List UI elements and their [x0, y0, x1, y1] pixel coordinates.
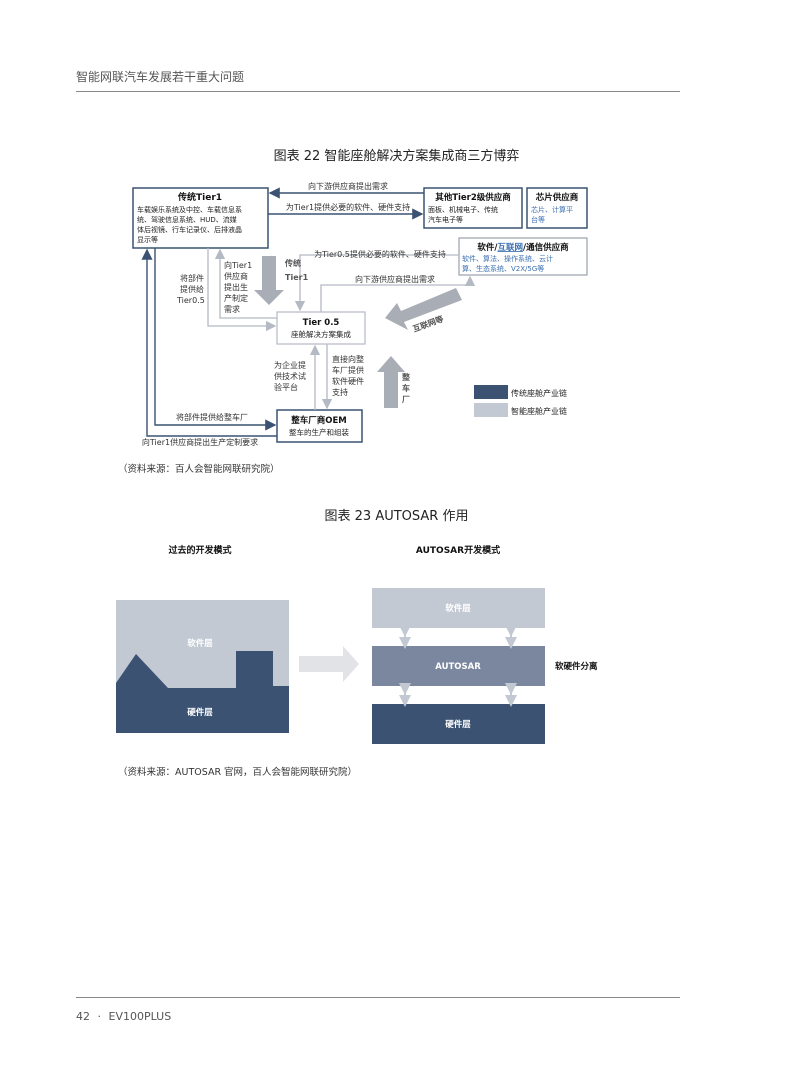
software-box — [458, 237, 588, 276]
arrow-tier05-to-tier1 — [214, 248, 277, 319]
oem-sub: 整车的生产和组装 — [289, 427, 349, 437]
chip-line-2: 台等 — [531, 215, 545, 224]
tier05-sub: 座舱解决方案集成 — [291, 329, 351, 339]
legend-swatch-traditional — [474, 385, 508, 399]
figure-22-source: （资料来源：百人会智能网联研究院） — [118, 464, 280, 475]
software-title: 软件/互联网/通信供应商 — [477, 242, 569, 253]
label-tier05-support: 为Tier0.5提供必要的软件、硬件支持 — [314, 249, 446, 259]
tier1-line-2: 统、驾驶信息系统、HUD、流媒 — [137, 215, 237, 224]
separation-label: 软硬件分离 — [555, 661, 598, 672]
software-line-2: 算、生态系统、V2X/5G等 — [462, 264, 544, 273]
tier1-line-1: 车载娱乐系统及中控、车载信息系 — [137, 205, 242, 214]
left-hardware-layer — [116, 651, 289, 733]
label-to-tier1-req: 向Tier1供应商提出生产定制要求 — [142, 437, 258, 447]
label-to-tier1-custom-5: 需求 — [224, 304, 240, 314]
label-oem-support-4: 支持 — [332, 387, 348, 397]
label-chuantong-tier1-2: Tier1 — [285, 273, 309, 282]
big-arrow-internet — [385, 288, 462, 330]
tier2-box — [423, 187, 523, 229]
label-parts-to-oem: 将部件提供给整车厂 — [176, 412, 248, 422]
oem-box — [276, 409, 363, 443]
label-enterprise-test-1: 为企业提 — [274, 360, 306, 370]
arrow-tier05-support — [294, 254, 459, 312]
arrow-parts-to-tier05 — [207, 248, 277, 332]
big-arrow-tier1-down — [254, 256, 284, 305]
right-hardware-label: 硬件层 — [445, 719, 471, 730]
tier2-line-2: 汽车电子等 — [428, 215, 463, 224]
tier1-line-3: 体后视镜、行车记录仪、后排液晶 — [137, 225, 242, 234]
chip-box — [526, 187, 588, 229]
software-line-1: 软件、算法、操作系统、云计 — [462, 254, 553, 263]
label-enterprise-test-2: 供技术试 — [274, 371, 306, 381]
label-oem-support-3: 软件硬件 — [332, 376, 364, 386]
left-hardware-label: 硬件层 — [187, 707, 213, 718]
label-enterprise-test-3: 验平台 — [274, 382, 298, 392]
figure-23-title: 图表 23 AUTOSAR 作用 — [324, 509, 469, 524]
figure-22-title: 图表 22 智能座舱解决方案集成商三方博弈 — [273, 149, 520, 164]
tier05-box — [276, 311, 366, 345]
footer: 42 · EV100PLUS — [76, 1010, 171, 1023]
label-oem-support-2: 车厂提供 — [332, 365, 364, 375]
arrow-parts-to-oem — [154, 248, 277, 431]
tier2-line-1: 面板、机械电子、传统 — [428, 205, 498, 214]
transition-arrow — [299, 646, 359, 682]
chip-line-1: 芯片、计算平 — [531, 205, 573, 214]
right-software-layer — [372, 588, 545, 628]
oem-title: 整车厂商OEM — [291, 415, 347, 426]
header-rule — [76, 91, 680, 92]
arrow-downstream-mid — [320, 275, 476, 312]
legend-label-traditional: 传统座舱产业链 — [511, 388, 567, 398]
figure-22-diagram: 传统Tier1 车载娱乐系统及中控、车载信息系 统、驾驶信息系统、HUD、流媒 … — [132, 181, 588, 447]
label-chuantong-tier1-1: 传统 — [284, 258, 301, 268]
footer-rule — [76, 997, 680, 998]
right-software-label: 软件层 — [445, 603, 471, 614]
right-autosar-label: AUTOSAR — [435, 662, 481, 672]
label-downstream-top: 向下游供应商提出需求 — [308, 181, 388, 191]
label-downstream-mid: 向下游供应商提出需求 — [355, 274, 435, 284]
arrow-oem-to-tier1 — [141, 248, 277, 437]
label-parts-to-tier05-2: 提供给 — [180, 284, 204, 294]
label-oem-support-1: 直接向整 — [332, 354, 364, 364]
right-autosar-layer — [372, 646, 545, 686]
chip-title: 芯片供应商 — [536, 192, 579, 203]
figure-23-source: （资料来源：AUTOSAR 官网，百人会智能网联研究院） — [118, 767, 358, 778]
label-zhengchechang-3: 厂 — [402, 395, 410, 404]
big-arrow-oem-up — [377, 356, 405, 408]
label-to-tier1-custom-3: 提出生 — [224, 282, 248, 292]
footer-separator: · — [97, 1010, 102, 1023]
tier1-box — [132, 187, 269, 249]
legend-swatch-smart — [474, 403, 508, 417]
connector-arrows — [399, 625, 517, 707]
label-to-tier1-custom-1: 向Tier1 — [224, 260, 252, 270]
label-tier1-support: 为Tier1提供必要的软件、硬件支持 — [286, 202, 410, 212]
right-heading: AUTOSAR开发模式 — [416, 544, 500, 556]
label-zhengchechang-2: 车 — [402, 383, 410, 393]
left-heading: 过去的开发模式 — [168, 544, 231, 556]
label-parts-to-tier05-1: 将部件 — [180, 273, 204, 283]
label-zhengchechang-1: 整 — [401, 372, 410, 382]
label-parts-to-tier05-3: Tier0.5 — [176, 296, 205, 305]
running-header: 智能网联汽车发展若干重大问题 — [76, 70, 245, 84]
label-to-tier1-custom-4: 产制定 — [224, 293, 248, 303]
tier1-title: 传统Tier1 — [177, 191, 222, 203]
figure-23-diagram: 过去的开发模式 AUTOSAR开发模式 软件层 硬件层 软件层 AUTOSAR … — [116, 544, 598, 744]
right-hardware-layer — [372, 704, 545, 744]
page-number: 42 — [76, 1010, 90, 1023]
tier05-title: Tier 0.5 — [303, 318, 340, 328]
footer-brand: EV100PLUS — [108, 1010, 172, 1023]
legend-label-smart: 智能座舱产业链 — [511, 406, 567, 416]
left-software-label: 软件层 — [187, 638, 213, 649]
label-to-tier1-custom-2: 供应商 — [224, 271, 248, 281]
tier1-line-4: 显示等 — [137, 235, 158, 244]
tier2-title: 其他Tier2级供应商 — [435, 192, 511, 203]
